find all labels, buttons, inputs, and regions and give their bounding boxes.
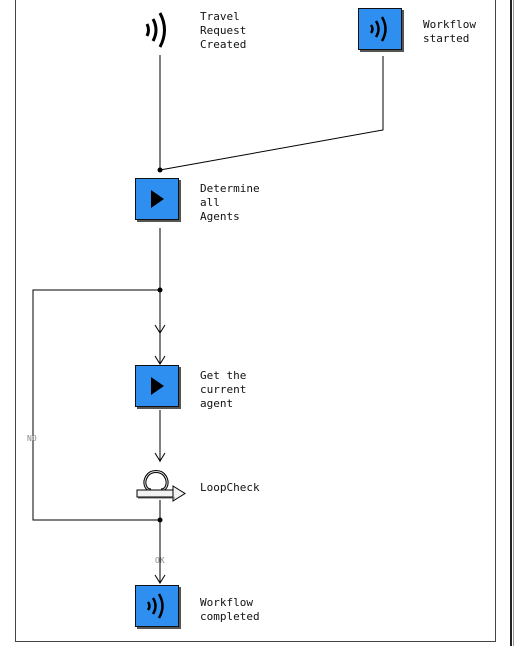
signal-wave-icon <box>146 593 164 619</box>
node-get-current-agent[interactable] <box>135 365 181 409</box>
play-icon <box>151 190 164 208</box>
frame-right-border <box>495 0 496 642</box>
frame-bottom-border <box>15 641 496 642</box>
loop-icon <box>136 470 186 502</box>
node-workflow-completed[interactable] <box>135 585 181 629</box>
window-right-edge-inner <box>513 0 514 646</box>
node-travel-request-created[interactable] <box>138 8 184 52</box>
label-workflow-started: Workflow started <box>423 18 476 45</box>
label-loop-check: LoopCheck <box>200 481 260 494</box>
frame-left-border <box>15 0 16 642</box>
label-workflow-completed: Workflow completed <box>200 596 260 623</box>
label-get-current-agent: Get the current agent <box>200 369 247 410</box>
label-determine-all-agents: Determine all Agents <box>200 182 260 223</box>
play-icon <box>151 377 164 395</box>
signal-wave-icon <box>369 16 387 42</box>
node-determine-all-agents[interactable] <box>135 178 181 222</box>
signal-wave-icon <box>145 12 166 48</box>
node-workflow-started[interactable] <box>358 8 404 52</box>
edge-label-ok: OK <box>155 556 165 565</box>
node-loop-check[interactable] <box>133 462 189 506</box>
edge-label-no: NO <box>27 434 37 443</box>
label-travel-request-created: Travel Request Created <box>200 10 247 51</box>
window-right-edge <box>510 0 512 646</box>
